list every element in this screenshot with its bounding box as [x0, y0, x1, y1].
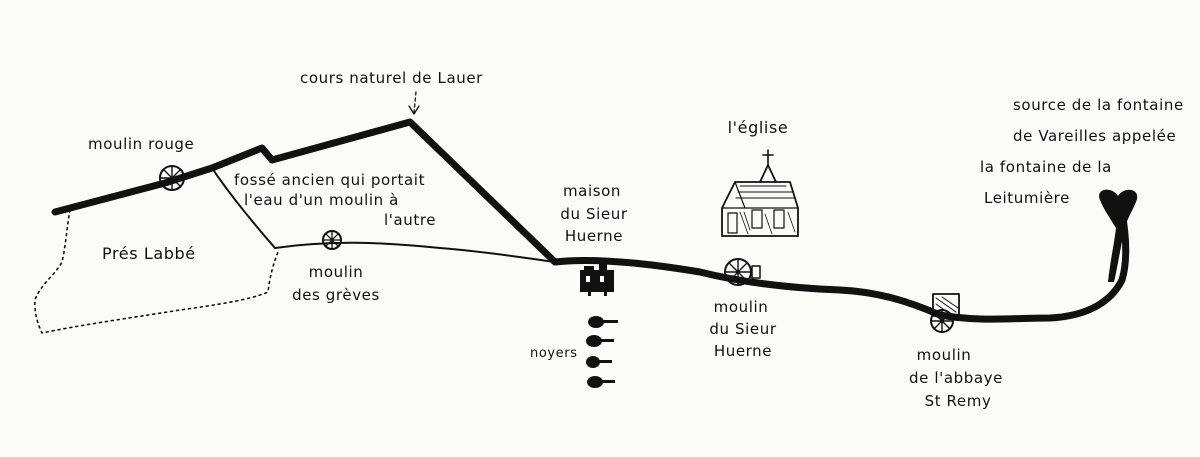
label-moulin-sieur-1: moulin — [713, 298, 769, 316]
label-moulin-greves-2: des grèves — [292, 286, 380, 304]
label-source-1: source de la fontaine — [1013, 96, 1184, 114]
label-moulin-sieur-3: Huerne — [713, 342, 773, 360]
label-fosse-line2: l'eau d'un moulin à — [244, 191, 399, 209]
mill-wheel-icon — [724, 258, 761, 286]
house-icon — [580, 264, 614, 296]
label-maison-3: Huerne — [564, 227, 624, 245]
canal-greves — [274, 241, 556, 263]
mill-wheel-icon — [159, 165, 185, 191]
mill-with-house-icon — [930, 293, 960, 333]
pres-labbe-boundary — [34, 209, 279, 334]
label-pres-labbe: Prés Labbé — [102, 244, 196, 263]
label-source-3: la fontaine de la — [980, 158, 1112, 176]
label-moulin-sieur-2: du Sieur — [709, 320, 777, 338]
label-maison-1: maison — [562, 182, 622, 200]
walnut-tree-icon — [586, 316, 618, 388]
arrow-cours-naturel — [413, 91, 417, 114]
river-lauer-main — [51, 118, 1130, 323]
church-icon — [721, 149, 799, 237]
label-moulin-rouge: moulin rouge — [88, 135, 195, 153]
spring-source-icon — [1099, 189, 1138, 282]
label-source-4: Leitumière — [984, 189, 1070, 207]
label-source-2: de Vareilles appelée — [1013, 127, 1177, 145]
label-noyers: noyers — [530, 346, 578, 361]
label-eglise: l'église — [727, 118, 789, 137]
label-moulin-abbaye-3: St Remy — [924, 392, 992, 410]
fosse-ancien — [211, 167, 276, 249]
label-moulin-abbaye-2: de l'abbaye — [909, 369, 1003, 387]
label-fosse-line1: fossé ancien qui portait — [234, 171, 426, 189]
mill-wheel-icon — [322, 230, 342, 250]
label-cours-naturel: cours naturel de Lauer — [300, 69, 483, 87]
label-moulin-greves-1: moulin — [308, 263, 364, 281]
label-maison-2: du Sieur — [560, 205, 628, 223]
label-moulin-abbaye-1: moulin — [916, 346, 972, 364]
label-fosse-line3: l'autre — [384, 211, 437, 229]
